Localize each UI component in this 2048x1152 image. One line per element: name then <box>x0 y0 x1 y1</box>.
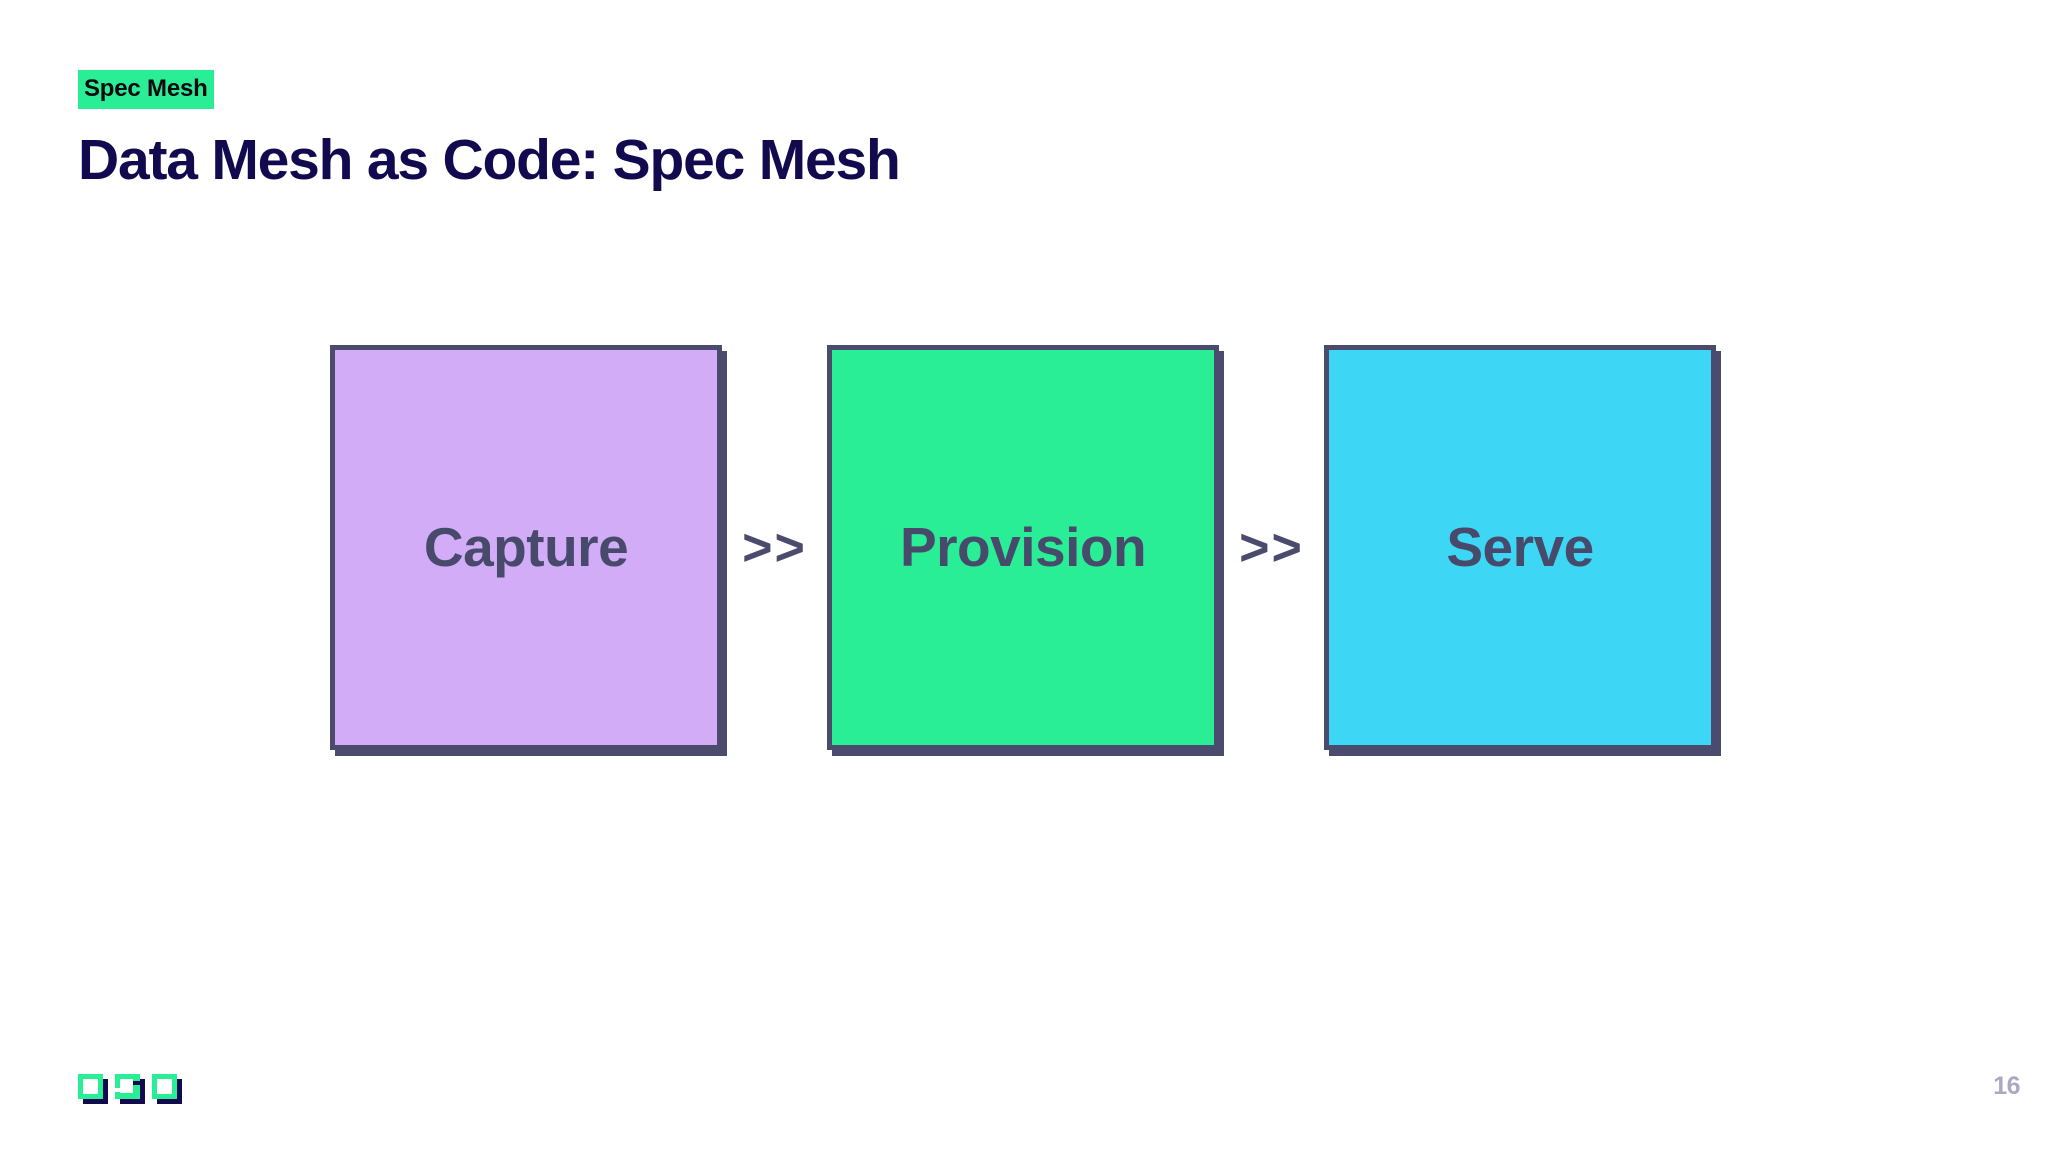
slide-header: Spec Mesh Data Mesh as Code: Spec Mesh <box>78 70 1778 191</box>
page-number: 16 <box>1993 1072 2020 1100</box>
stage-label-serve: Serve <box>1446 516 1594 578</box>
flow-diagram: Capture >> Provision >> Serve <box>330 345 1716 750</box>
page-title: Data Mesh as Code: Spec Mesh <box>78 128 901 192</box>
stage-box-capture: Capture <box>330 345 722 750</box>
stage-label-provision: Provision <box>899 516 1147 578</box>
chevron-right-icon-2: >> <box>1239 518 1304 577</box>
stage-label-capture: Capture <box>423 516 629 578</box>
stage-box-serve: Serve <box>1324 345 1716 750</box>
stage-box-provision: Provision <box>827 345 1219 750</box>
chevron-right-icon-1: >> <box>742 518 807 577</box>
oso-logo <box>76 1070 186 1112</box>
eyebrow-badge: Spec Mesh <box>78 70 214 109</box>
